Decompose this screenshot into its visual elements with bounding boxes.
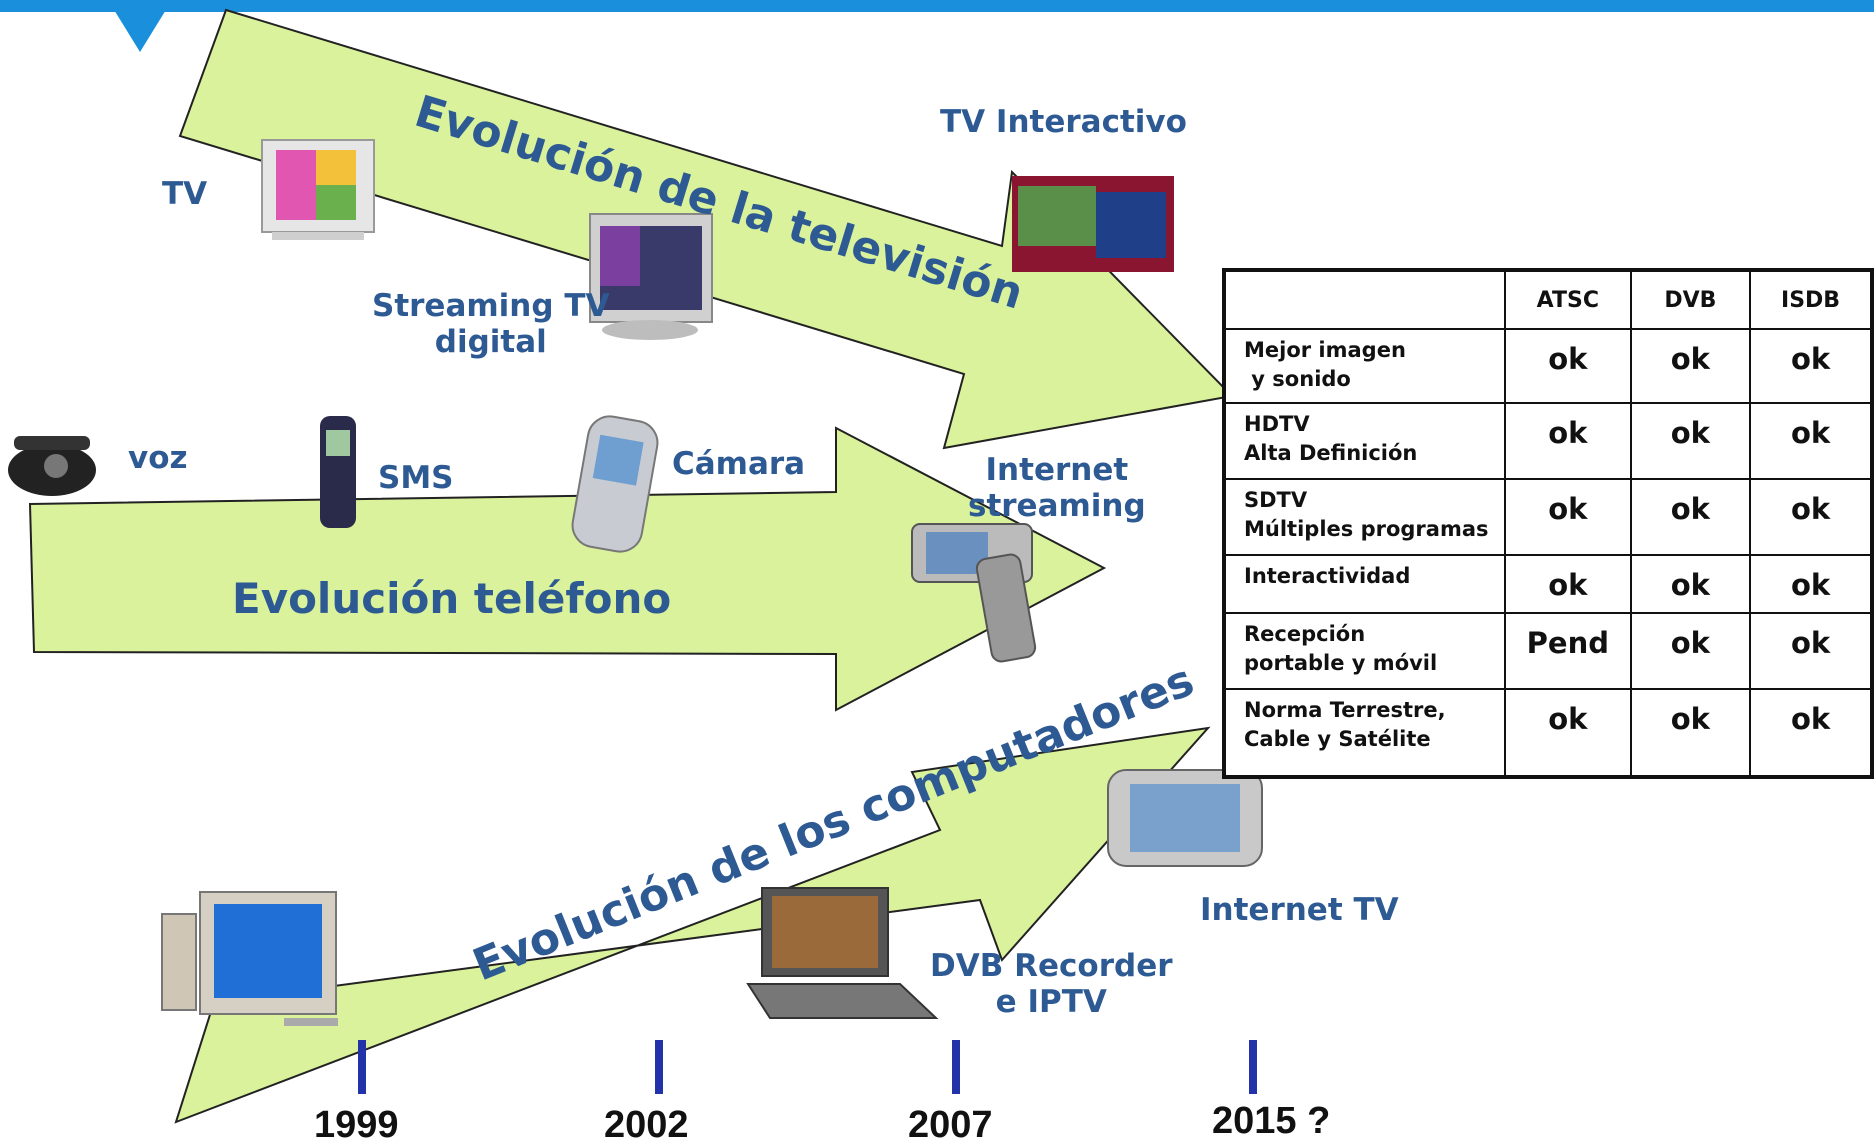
header-tab-icon [108,0,172,52]
value-cell-atsc: ok [1504,554,1632,614]
timeline-tick-2015 [1249,1040,1257,1094]
value-cell-dvb: ok [1629,328,1752,404]
value-cell-dvb: ok [1629,478,1752,556]
value-cell-atsc: Pend [1504,612,1632,690]
value-cell-dvb: ok [1629,554,1752,614]
value-cell-isdb: ok [1749,612,1873,690]
timeline-year-2002: 2002 [604,1104,689,1146]
streaming-monitor-icon [589,213,713,340]
standards-comparison-table: ATSC DVB ISDB Mejor imagen y sonido ok o… [1222,268,1874,779]
node-label-tv-interactive: TV Interactivo [940,104,1187,140]
desktop-computer-icon [161,891,338,1026]
value-cell-atsc: ok [1504,478,1632,556]
header-bar [0,0,1874,12]
value-cell-atsc: ok [1504,402,1632,480]
column-header-dvb: DVB [1629,269,1752,330]
interactive-tv-icon [1012,176,1174,272]
node-label-camera: Cámara [672,446,806,482]
table-row: Interactividad ok ok ok [1222,554,1873,614]
tablet-device-icon [1107,769,1263,867]
value-cell-isdb: ok [1749,554,1873,614]
node-label-internet-streaming: Internet streaming [968,452,1146,524]
arrow-phone-evolution [28,426,1107,712]
node-label-tv: TV [162,176,208,212]
cellphone-icon [320,416,356,528]
crt-monitor-icon [261,139,375,240]
timeline-year-2007: 2007 [908,1104,993,1146]
table-row: SDTV Múltiples programas ok ok ok [1222,478,1873,556]
timeline-tick-2007 [952,1040,960,1094]
node-label-internet-streaming-line2: streaming [968,488,1146,524]
table-row: Mejor imagen y sonido ok ok ok [1222,328,1873,404]
laptop-icon [746,887,939,1019]
node-label-dvb-recorder-line2: e IPTV [995,984,1107,1020]
camera-phone-icon [571,415,659,553]
table-corner-cell [1222,269,1507,330]
value-cell-isdb: ok [1749,328,1873,404]
feature-cell: Recepción portable y móvil [1222,612,1507,690]
arrow-label-phone-evolution: Evolución teléfono [232,574,672,623]
value-cell-atsc: ok [1504,328,1632,404]
feature-cell: Interactividad [1222,554,1507,614]
node-label-streaming-tv-line1: Streaming TV [372,288,610,324]
value-cell-isdb: ok [1749,402,1873,480]
node-label-streaming-tv: Streaming TV digital [372,288,610,360]
feature-cell: Mejor imagen y sonido [1222,328,1507,404]
timeline-year-2015: 2015 ? [1212,1100,1331,1142]
node-label-dvb-recorder: DVB Recorder e IPTV [930,948,1173,1020]
timeline-year-1999: 1999 [314,1104,399,1146]
node-label-streaming-tv-line2: digital [434,324,547,360]
value-cell-atsc: ok [1504,688,1632,778]
table-row: Recepción portable y móvil Pend ok ok [1222,612,1873,690]
node-label-voice: voz [128,440,188,476]
timeline-tick-2002 [655,1040,663,1094]
column-header-atsc: ATSC [1504,269,1632,330]
timeline-tick-1999 [358,1040,366,1094]
value-cell-dvb: ok [1629,612,1752,690]
node-label-internet-streaming-line1: Internet [985,452,1129,488]
value-cell-dvb: ok [1629,402,1752,480]
value-cell-isdb: ok [1749,688,1873,778]
table-header-row: ATSC DVB ISDB [1222,269,1873,330]
feature-cell: HDTV Alta Definición [1222,402,1507,480]
column-header-isdb: ISDB [1749,269,1873,330]
rotary-phone-icon [8,436,96,496]
arrow-computer-evolution [174,726,1211,1124]
feature-cell: Norma Terrestre, Cable y Satélite [1222,688,1507,778]
feature-cell: SDTV Múltiples programas [1222,478,1507,556]
node-label-internet-tv: Internet TV [1200,892,1399,928]
node-label-dvb-recorder-line1: DVB Recorder [930,948,1173,984]
smartphone-icon [911,523,1037,663]
node-label-sms: SMS [378,460,454,496]
value-cell-isdb: ok [1749,478,1873,556]
table-row: HDTV Alta Definición ok ok ok [1222,402,1873,480]
value-cell-dvb: ok [1629,688,1752,778]
table-row: Norma Terrestre, Cable y Satélite ok ok … [1222,688,1873,778]
